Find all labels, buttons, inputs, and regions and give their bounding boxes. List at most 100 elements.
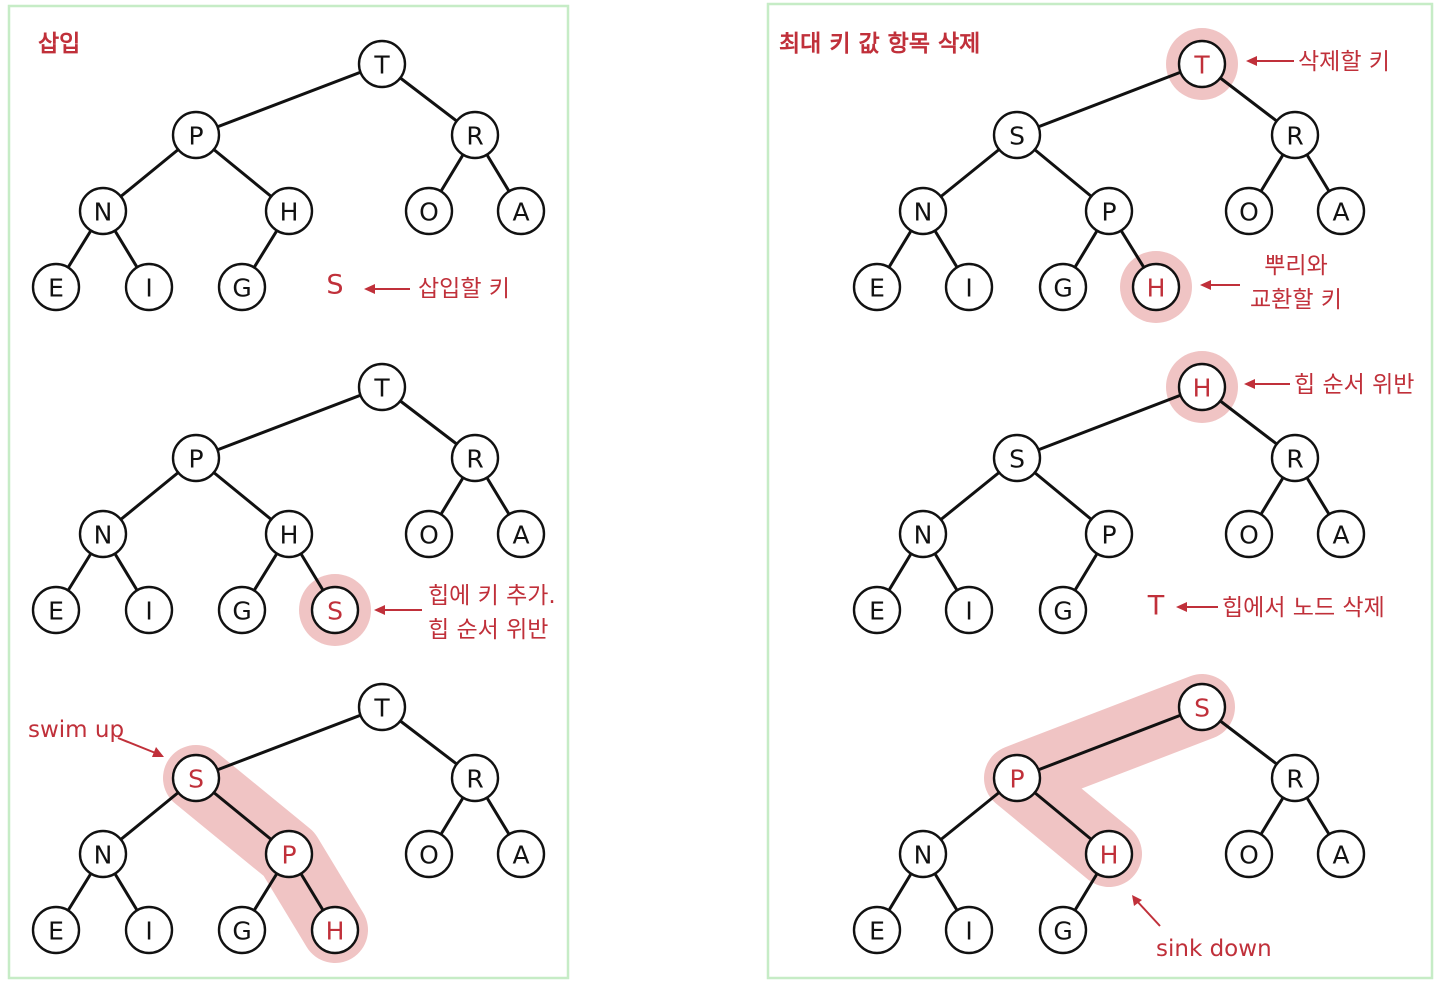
node-circle <box>1038 585 1088 635</box>
node-circle <box>1224 186 1274 236</box>
node-circle <box>1177 682 1227 732</box>
heap-node: G <box>1038 905 1088 955</box>
heap-node: E <box>31 585 81 635</box>
node-circle <box>898 186 948 236</box>
node-circle <box>1316 509 1366 559</box>
node-label: I <box>145 274 152 303</box>
node-label: G <box>232 597 251 626</box>
node-circle <box>1084 186 1134 236</box>
heap-node: P <box>171 433 221 483</box>
node-label: G <box>232 917 251 946</box>
heap-node: P <box>1084 509 1134 559</box>
node-circle <box>1038 905 1088 955</box>
tree-edge <box>1015 705 1204 780</box>
node-label: S <box>1009 445 1025 474</box>
heap-node: O <box>404 509 454 559</box>
heap-node: R <box>1270 110 1320 160</box>
node-circle <box>1084 829 1134 879</box>
heap-node: S <box>310 585 360 635</box>
heap-node: A <box>496 186 546 236</box>
node-circle <box>217 905 267 955</box>
heap-node: A <box>1316 509 1366 559</box>
node-circle <box>898 829 948 879</box>
heap-node: H <box>264 509 314 559</box>
node-circle <box>1316 829 1366 879</box>
node-circle <box>264 829 314 879</box>
heap-node: H <box>264 186 314 236</box>
node-label: O <box>1239 198 1259 227</box>
heap-node: N <box>78 829 128 879</box>
heap-node: E <box>31 262 81 312</box>
node-label: I <box>965 917 972 946</box>
annotation-layer: S 삽입할 키 힙에 키 추가. 힙 순서 위반 swim up 삭제할 키 뿌… <box>28 49 1414 962</box>
node-label: P <box>188 445 203 474</box>
heap-node: E <box>31 905 81 955</box>
node-label: P <box>188 122 203 151</box>
delete-panel-title: 최대 키 값 항목 삭제 <box>779 31 980 57</box>
node-circle <box>1224 509 1274 559</box>
node-circle <box>450 753 500 803</box>
node-label: R <box>1286 445 1303 474</box>
node-label: T <box>1193 51 1210 80</box>
note-swim-up: swim up <box>28 717 124 743</box>
node-circle <box>1131 262 1181 312</box>
node-circle <box>1224 829 1274 879</box>
heap-node: R <box>450 110 500 160</box>
node-label: G <box>1053 274 1072 303</box>
heap-node: I <box>124 585 174 635</box>
node-label: N <box>914 198 933 227</box>
node-label: I <box>965 597 972 626</box>
heap-node: O <box>1224 186 1274 236</box>
node-label: S <box>1009 122 1025 151</box>
note-added-line1: 힙에 키 추가. <box>428 583 556 609</box>
node-label: T <box>373 694 390 723</box>
node-circle <box>898 509 948 559</box>
node-label: I <box>145 597 152 626</box>
node-circle <box>944 905 994 955</box>
arrow-swim-up <box>117 737 159 755</box>
node-circle <box>852 585 902 635</box>
node-circle <box>852 262 902 312</box>
node-circle <box>31 585 81 635</box>
node-label: S <box>327 597 343 626</box>
heap-node: S <box>1177 682 1227 732</box>
heap-node: N <box>78 186 128 236</box>
heap-node: R <box>1270 753 1320 803</box>
note-swap-line1: 뿌리와 <box>1264 253 1327 279</box>
heap-node: P <box>264 829 314 879</box>
node-circle <box>1084 509 1134 559</box>
node-label: E <box>869 597 885 626</box>
node-circle <box>310 905 360 955</box>
node-label: G <box>1053 917 1072 946</box>
heap-node: R <box>1270 433 1320 483</box>
heap-node: T <box>357 682 407 732</box>
note-insert-key: 삽입할 키 <box>418 276 510 302</box>
node-label: A <box>1332 841 1349 870</box>
tree-edge <box>1015 385 1204 460</box>
node-circle <box>992 433 1042 483</box>
node-label: A <box>1332 198 1349 227</box>
node-circle <box>450 433 500 483</box>
node-circle <box>217 585 267 635</box>
heap-node: G <box>217 262 267 312</box>
node-label: S <box>1194 694 1210 723</box>
arrow-head <box>152 747 164 757</box>
node-circle <box>992 753 1042 803</box>
arrow-head <box>1200 280 1211 290</box>
node-label: S <box>188 765 204 794</box>
node-label: E <box>48 597 64 626</box>
node-circle <box>496 829 546 879</box>
node-circle <box>992 110 1042 160</box>
node-label: O <box>419 198 439 227</box>
node-circle <box>1038 262 1088 312</box>
node-label: R <box>466 445 483 474</box>
heap-node: A <box>1316 829 1366 879</box>
note-swap-line2: 교환할 키 <box>1250 287 1342 313</box>
heap-node: T <box>357 362 407 412</box>
arrow-head <box>364 284 375 294</box>
node-label: T <box>373 51 390 80</box>
node-circle <box>1270 433 1320 483</box>
heap-node: P <box>992 753 1042 803</box>
heap-node: O <box>1224 509 1274 559</box>
